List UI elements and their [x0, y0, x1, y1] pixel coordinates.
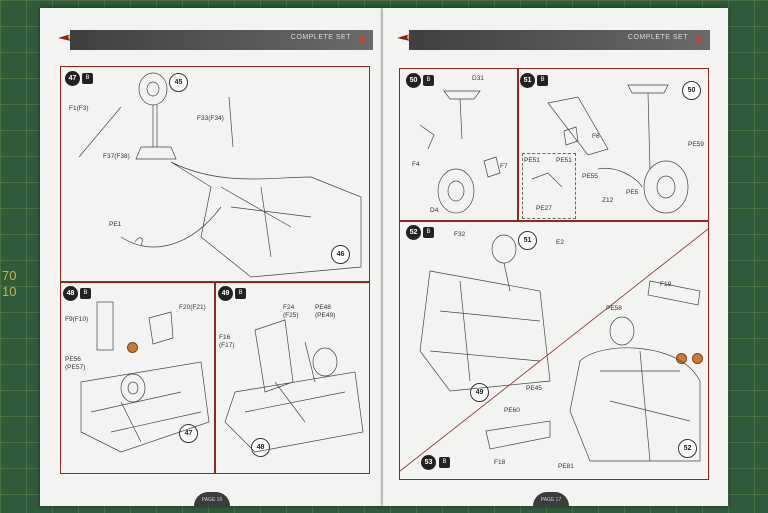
part-label: F1(F3)	[69, 105, 89, 112]
part-label: F6	[592, 133, 600, 140]
step-icon: B	[423, 227, 434, 238]
part-label: F18	[494, 459, 506, 466]
part-label: PE58	[606, 305, 622, 312]
part-label: PE1	[109, 221, 122, 228]
step-49-panel: 49 B 48 F24 (F25) PE48 (PE49) F16 (F17)	[214, 281, 370, 474]
callout: 46	[331, 245, 350, 264]
page-number: PAGE 17	[540, 497, 562, 503]
part-label: PE81	[558, 463, 574, 470]
part-label: PE48	[315, 304, 331, 311]
part-label: D4	[430, 207, 439, 214]
step-number: 53	[421, 455, 436, 470]
mat-number: 10	[2, 284, 17, 299]
part-label: PE56	[65, 356, 81, 363]
step-47-panel: 47 B 45 46 F1(F3) F33(F34) F37(F38) PE1	[60, 66, 370, 283]
page-header: COMPLETE SET	[70, 30, 373, 50]
callout: 45	[169, 73, 188, 92]
part-label: F19	[660, 281, 672, 288]
part-label: F7	[500, 163, 508, 170]
part-label: (PE49)	[315, 312, 336, 319]
part-label: F20(F21)	[179, 304, 206, 311]
landing-gear-drawing	[78, 72, 362, 278]
step-50-panel: 50 B D31 F4 F7 D4	[399, 68, 519, 222]
part-label: D31	[472, 75, 484, 82]
step-icon: B	[439, 457, 450, 468]
part-label: PE60	[504, 407, 520, 414]
part-label: PE59	[688, 141, 704, 148]
step-number: 52	[406, 225, 421, 240]
step-number: 47	[65, 71, 80, 86]
part-label: (PE57)	[65, 364, 86, 371]
detail-box	[522, 153, 576, 219]
part-label: PE45	[526, 385, 542, 392]
step-number: 50	[406, 73, 421, 88]
step-number: 51	[520, 73, 535, 88]
page-footer-tab	[194, 492, 230, 506]
step-icon: B	[423, 75, 434, 86]
callout: 52	[678, 439, 697, 458]
part-label: PE27	[536, 205, 552, 212]
photo-etch-part-icon	[692, 353, 703, 364]
wheel-assembly-drawing	[419, 90, 501, 214]
step-number: 49	[218, 286, 233, 301]
photo-etch-part-icon	[127, 342, 138, 353]
part-label: (F17)	[219, 342, 235, 349]
part-label: F24	[283, 304, 295, 311]
gear-door-drawing	[224, 319, 364, 453]
part-label: F4	[412, 161, 420, 168]
wheel-well-drawing	[80, 301, 210, 453]
part-label: PE5	[626, 189, 639, 196]
part-label: F37(F38)	[103, 153, 130, 160]
part-label: F9(F10)	[65, 316, 89, 323]
strut-assembly-drawing	[531, 84, 689, 214]
callout: 51	[518, 231, 537, 250]
part-label: Z12	[602, 197, 614, 204]
header-dot-icon	[359, 36, 365, 42]
callout: 47	[179, 424, 198, 443]
callout: 48	[251, 438, 270, 457]
part-label: PE51	[556, 157, 572, 164]
page-header: COMPLETE SET	[409, 30, 710, 50]
page-footer-tab	[533, 492, 569, 506]
step-48-panel: 48 B 47 F9(F10) F20(F21) PE56 (PE57)	[60, 281, 216, 474]
mat-number: 70	[2, 268, 17, 283]
part-label: PE51	[524, 157, 540, 164]
step-icon: B	[537, 75, 548, 86]
step-icon: B	[235, 288, 246, 299]
part-label: (F25)	[283, 312, 299, 319]
header-title: COMPLETE SET	[290, 34, 351, 41]
step-icon: B	[80, 288, 91, 299]
header-dot-icon	[696, 36, 702, 42]
right-page: COMPLETE SET 50 B D31 F4 F7 D4 51 B 50 F…	[383, 8, 728, 506]
step-51-panel: 51 B 50 F6 PE59 PE51 PE51 PE55 PE5 Z12 P…	[517, 68, 709, 222]
header-title: COMPLETE SET	[627, 34, 688, 41]
part-label: PE55	[582, 173, 598, 180]
part-label: F33(F34)	[197, 115, 224, 122]
step-icon: B	[82, 73, 93, 84]
step-number: 48	[63, 286, 78, 301]
part-label: F32	[454, 231, 466, 238]
left-page: COMPLETE SET 47 B 45 46 F1(F3) F33(F34) …	[40, 8, 383, 506]
part-label: F16	[219, 334, 231, 341]
callout: 50	[682, 81, 701, 100]
fuselage-install-drawing	[400, 228, 708, 472]
page-number: PAGE 16	[201, 497, 223, 503]
part-label: E2	[556, 239, 564, 246]
step-52-panel: 52 B 51 49 52 F32 E2 F19 PE58 PE45 PE60 …	[399, 220, 709, 480]
